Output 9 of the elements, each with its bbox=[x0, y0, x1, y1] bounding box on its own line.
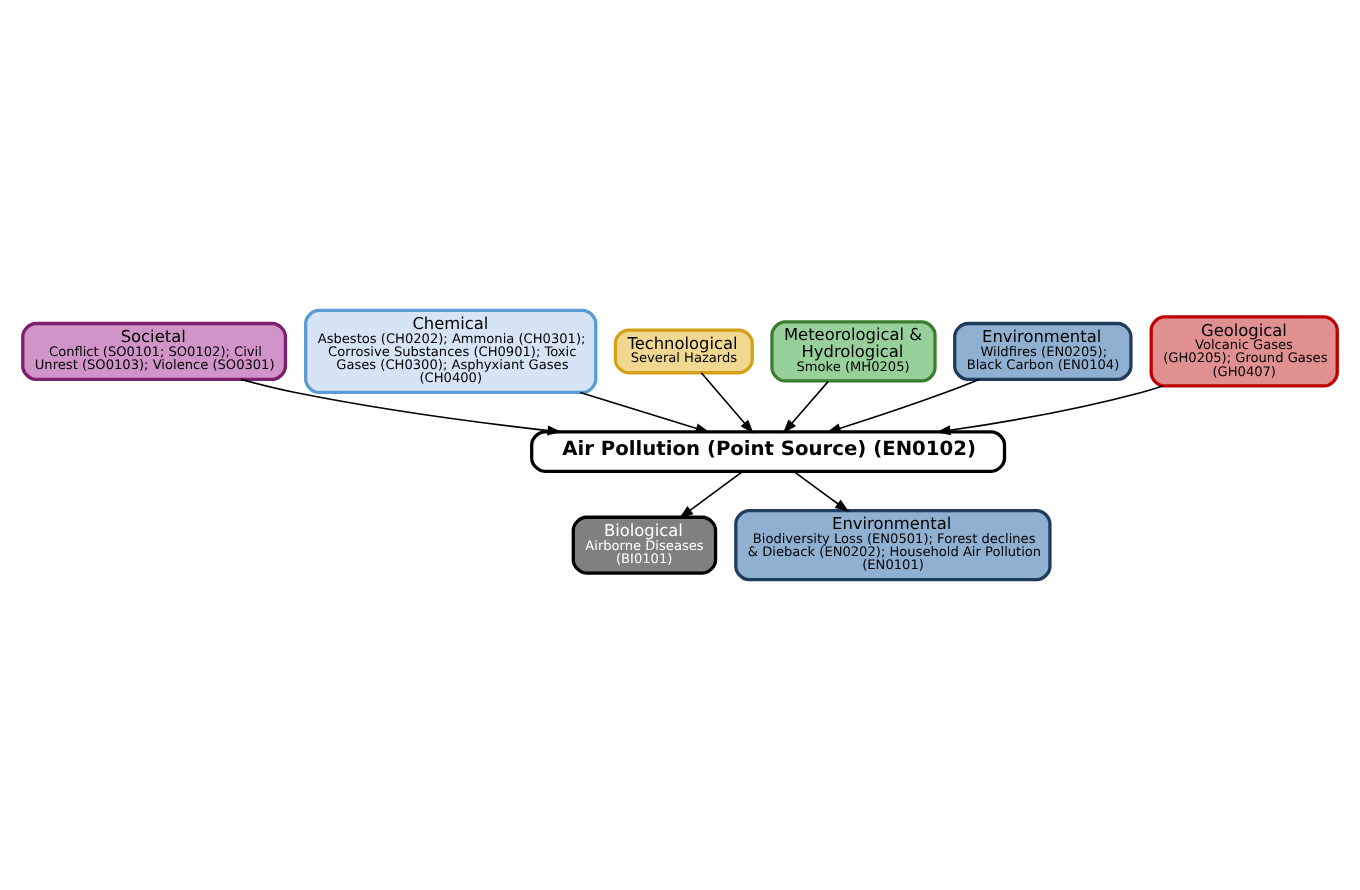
arrow bbox=[679, 470, 744, 519]
arrow bbox=[792, 470, 850, 513]
arrow bbox=[240, 378, 562, 436]
node-box: Air Pollution (Point Source) (EN0102) bbox=[530, 430, 1007, 473]
arrow bbox=[700, 372, 754, 434]
arrow bbox=[782, 380, 830, 434]
arrow bbox=[936, 385, 1164, 436]
arrow bbox=[826, 378, 980, 433]
arrow bbox=[579, 391, 710, 434]
